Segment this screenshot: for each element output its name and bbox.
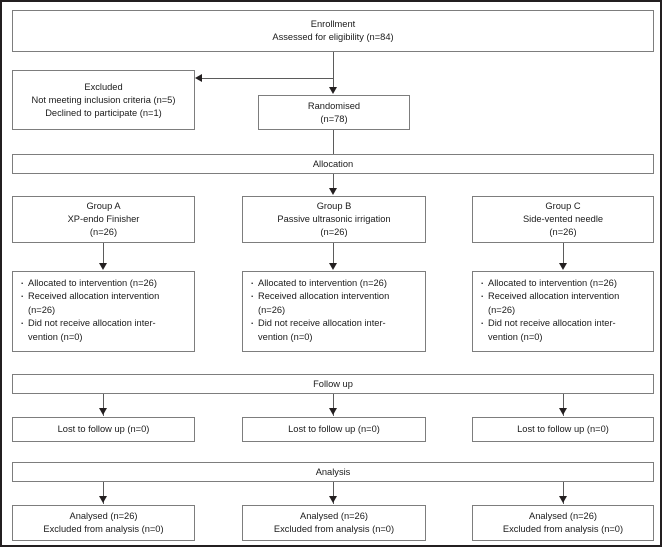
arrowhead-enrollment-to-excluded: [195, 73, 202, 82]
analysis-col-3-box: Analysed (n=26) Excluded from analysis (…: [472, 505, 654, 541]
connector-analysis-to-col-3: [563, 482, 564, 504]
allocation-stage-label: Allocation: [312, 158, 354, 169]
list-item: Allocated to intervention (n=26): [19, 276, 189, 290]
analysis-col-3-analysed: Analysed (n=26): [529, 511, 597, 521]
analysis-stage-label: Analysis: [315, 466, 351, 477]
arrowhead-analysis-to-col-2: [328, 496, 337, 503]
followup-col-3-lost: Lost to follow up (n=0): [517, 424, 609, 434]
excluded-reason-1: Not meeting inclusion criteria (n=5): [31, 94, 176, 105]
arrowhead-analysis-to-col-3: [558, 496, 567, 503]
arrowhead-followup-to-col-3: [558, 408, 567, 415]
list-item: Allocated to intervention (n=26): [249, 276, 420, 290]
group-a-details-box: Allocated to intervention (n=26) Receive…: [12, 271, 195, 352]
followup-stage-label: Follow up: [313, 378, 353, 389]
analysis-col-2-excluded: Excluded from analysis (n=0): [273, 524, 395, 534]
excluded-reason-2: Declined to participate (n=1): [45, 107, 162, 118]
arrowhead-group-a-to-details: [98, 263, 107, 270]
group-a-count: (n=26): [89, 227, 118, 237]
group-b-intervention: Passive ultrasonic irrigation: [277, 214, 391, 224]
arrowhead-followup-to-col-2: [328, 408, 337, 415]
analysis-col-2-box: Analysed (n=26) Excluded from analysis (…: [242, 505, 426, 541]
randomised-label: Randomised: [307, 100, 361, 111]
followup-banner: Follow up: [12, 374, 654, 394]
group-a-name: Group A: [86, 201, 121, 211]
connector-followup-to-col-1: [103, 394, 104, 416]
list-item: Did not receive allocation inter- ventio…: [19, 316, 189, 344]
connector-randomised-to-allocation: [333, 130, 334, 154]
analysis-banner: Analysis: [12, 462, 654, 482]
arrowhead-enrollment-to-randomised: [328, 87, 337, 94]
group-c-count: (n=26): [549, 227, 577, 237]
connector-enrollment-to-randomised: [333, 52, 334, 88]
connector-group-c-to-details: [563, 243, 564, 264]
randomised-box: Randomised (n=78): [258, 95, 410, 130]
excluded-title: Excluded: [84, 81, 123, 92]
group-c-intervention: Side-vented needle: [522, 214, 604, 224]
group-a-intervention: XP-endo Finisher: [67, 214, 140, 224]
list-item: Received allocation intervention (n=26): [249, 289, 420, 317]
connector-group-a-to-details: [103, 243, 104, 264]
enrollment-assessed-text: Assessed for eligibility (n=84): [272, 32, 394, 42]
followup-col-1-lost: Lost to follow up (n=0): [57, 424, 150, 434]
analysis-col-1-excluded: Excluded from analysis (n=0): [43, 524, 164, 534]
enrollment-box: Enrollment Assessed for eligibility (n=8…: [12, 10, 654, 52]
arrowhead-group-c-to-details: [558, 263, 567, 270]
connector-followup-to-col-3: [563, 394, 564, 416]
list-item: Received allocation intervention (n=26): [19, 289, 189, 317]
arrowhead-allocation-to-group-b: [328, 188, 337, 195]
followup-col-2-box: Lost to follow up (n=0): [242, 417, 426, 442]
group-b-box: Group B Passive ultrasonic irrigation (n…: [242, 196, 426, 243]
list-item: Did not receive allocation inter- ventio…: [249, 316, 420, 344]
group-b-name: Group B: [316, 201, 352, 211]
connector-analysis-to-col-2: [333, 482, 334, 504]
analysis-col-2-analysed: Analysed (n=26): [300, 511, 368, 521]
allocation-banner: Allocation: [12, 154, 654, 174]
connector-enrollment-to-excluded: [200, 78, 333, 79]
list-item: Allocated to intervention (n=26): [479, 276, 648, 290]
group-c-name: Group C: [545, 201, 581, 211]
connector-analysis-to-col-1: [103, 482, 104, 504]
arrowhead-group-b-to-details: [328, 263, 337, 270]
followup-col-3-box: Lost to follow up (n=0): [472, 417, 654, 442]
arrowhead-analysis-to-col-1: [98, 496, 107, 503]
group-c-box: Group C Side-vented needle (n=26): [472, 196, 654, 243]
excluded-box: Excluded Not meeting inclusion criteria …: [12, 70, 195, 130]
arrowhead-followup-to-col-1: [98, 408, 107, 415]
analysis-col-1-box: Analysed (n=26) Excluded from analysis (…: [12, 505, 195, 541]
connector-allocation-to-group-b: [333, 174, 334, 189]
randomised-count: (n=78): [320, 113, 348, 124]
list-item: Did not receive allocation inter- ventio…: [479, 316, 648, 344]
group-a-box: Group A XP-endo Finisher (n=26): [12, 196, 195, 243]
analysis-col-1-analysed: Analysed (n=26): [69, 511, 138, 521]
list-item: Received allocation intervention (n=26): [479, 289, 648, 317]
group-b-details-box: Allocated to intervention (n=26) Receive…: [242, 271, 426, 352]
followup-col-1-box: Lost to follow up (n=0): [12, 417, 195, 442]
group-c-details-box: Allocated to intervention (n=26) Receive…: [472, 271, 654, 352]
connector-group-b-to-details: [333, 243, 334, 264]
group-b-count: (n=26): [320, 227, 348, 237]
followup-col-2-lost: Lost to follow up (n=0): [288, 424, 380, 434]
analysis-col-3-excluded: Excluded from analysis (n=0): [502, 524, 624, 534]
connector-followup-to-col-2: [333, 394, 334, 416]
enrollment-stage-label: Enrollment: [310, 19, 356, 29]
